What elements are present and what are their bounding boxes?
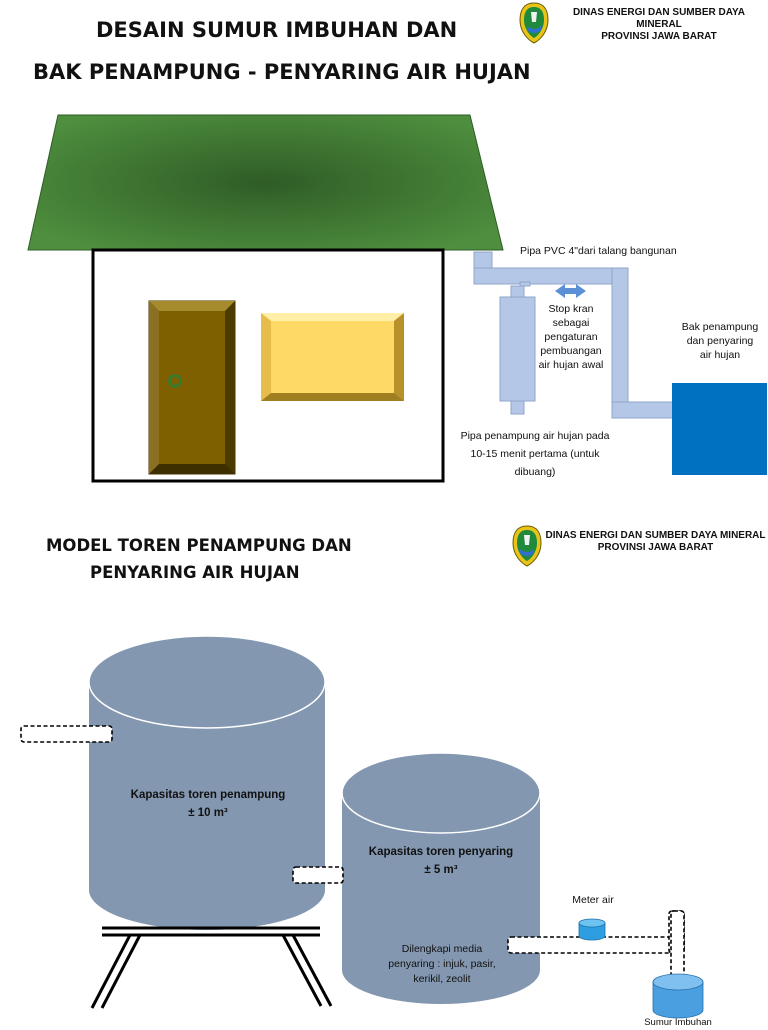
storage-label-line: Bak penampung bbox=[681, 321, 759, 333]
stop-kran-line: sebagai bbox=[552, 317, 590, 329]
agency-name-bottom: DINAS ENERGI DAN SUMBER DAYA MINERAL PRO… bbox=[543, 530, 768, 554]
storage-label-line: air hujan bbox=[699, 349, 741, 361]
water-meter-label: Meter air bbox=[572, 894, 614, 906]
page-subtitle: BAK PENAMPUNG - PENYARING AIR HUJAN bbox=[33, 60, 531, 84]
west-java-emblem-icon bbox=[519, 2, 549, 44]
media-line: kerikil, zeolit bbox=[413, 973, 471, 985]
storage-tank-bak bbox=[672, 383, 767, 475]
agency-line-1: DINAS ENERGI DAN SUMBER DAYA MINERAL bbox=[572, 7, 746, 30]
door-knob-icon bbox=[168, 374, 182, 388]
tank-stand bbox=[90, 926, 333, 1009]
drop-pipe bbox=[670, 910, 685, 984]
filter-tank-small bbox=[341, 752, 541, 1004]
big-tank-title: Kapasitas toren penampung bbox=[130, 789, 286, 801]
media-label: Dilengkapi media penyaring : injuk, pasi… bbox=[368, 942, 516, 987]
stop-valve-arrow-icon bbox=[555, 284, 586, 298]
stop-kran-label: Stop kran sebagai pengaturan pembuangan … bbox=[526, 302, 616, 372]
small-tank-capacity: ± 5 m³ bbox=[424, 864, 458, 876]
stop-kran-line: pengaturan bbox=[544, 331, 598, 343]
stop-kran-line: Stop kran bbox=[548, 303, 594, 315]
agency-name: DINAS ENERGI DAN SUMBER DAYA MINERAL PRO… bbox=[550, 7, 768, 43]
section-subtitle: PENYARING AIR HUJAN bbox=[90, 563, 300, 582]
page-title: DESAIN SUMUR IMBUHAN DAN bbox=[96, 18, 458, 42]
stop-kran-line: pembuangan bbox=[540, 345, 602, 357]
media-line: Dilengkapi media bbox=[401, 943, 483, 955]
section-title: MODEL TOREN PENAMPUNG DAN bbox=[46, 536, 352, 555]
house-roof bbox=[27, 114, 504, 251]
west-java-emblem-icon bbox=[512, 525, 542, 567]
big-tank-label: Kapasitas toren penampung ± 10 m³ bbox=[110, 786, 306, 822]
storage-label-line: dan penyaring bbox=[686, 335, 754, 347]
storage-tank-big bbox=[88, 635, 326, 930]
dashed-pipes bbox=[20, 725, 685, 984]
small-tank-label: Kapasitas toren penyaring ± 5 m³ bbox=[350, 843, 532, 879]
big-tank-capacity: ± 10 m³ bbox=[188, 807, 228, 819]
media-line: penyaring : injuk, pasir, bbox=[388, 958, 496, 970]
water-meter-icon bbox=[578, 918, 606, 941]
first-flush-pipe bbox=[499, 285, 536, 415]
first-flush-label: Pipa penampung air hujan pada 10-15 meni… bbox=[443, 427, 627, 481]
house-window bbox=[261, 313, 404, 401]
pipe-label: Pipa PVC 4"dari talang bangunan bbox=[520, 245, 677, 257]
first-flush-line: 10-15 menit pertama (untuk bbox=[470, 448, 600, 460]
first-flush-line: Pipa penampung air hujan pada bbox=[460, 430, 610, 442]
connector-pipe bbox=[292, 866, 344, 884]
small-tank-title: Kapasitas toren penyaring bbox=[368, 846, 514, 858]
storage-tank-label: Bak penampung dan penyaring air hujan bbox=[670, 320, 768, 362]
recharge-well-icon bbox=[652, 973, 704, 1019]
stop-kran-line: air hujan awal bbox=[538, 359, 604, 371]
agency-logo-top bbox=[518, 2, 550, 44]
inlet-pipe bbox=[20, 725, 113, 743]
agency-line-2: PROVINSI JAWA BARAT bbox=[597, 542, 714, 553]
agency-line-1: DINAS ENERGI DAN SUMBER DAYA MINERAL bbox=[545, 530, 766, 541]
agency-logo-bottom bbox=[511, 525, 543, 567]
first-flush-line: dibuang) bbox=[514, 466, 556, 478]
recharge-well-label: Sumur Imbuhan bbox=[644, 1017, 712, 1028]
agency-line-2: PROVINSI JAWA BARAT bbox=[601, 31, 717, 42]
